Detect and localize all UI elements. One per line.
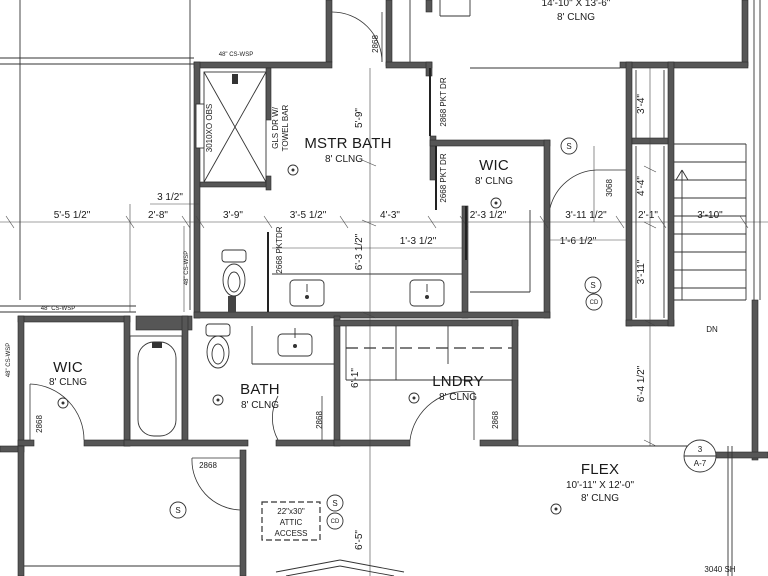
dim-5-9: 5'-9" bbox=[354, 108, 365, 128]
dim-3-11: 3'-11" bbox=[636, 259, 647, 284]
section-number: 3 bbox=[698, 445, 703, 454]
dim-2-3-half: 2'-3 1/2" bbox=[470, 210, 507, 221]
dim-4-3: 4'-3" bbox=[380, 210, 400, 221]
dimension-lines bbox=[0, 68, 768, 576]
dim-3-10: 3'-10" bbox=[697, 210, 723, 221]
note-cs-wsp-left: 48" CS-WSP bbox=[6, 343, 12, 377]
sink-bath bbox=[277, 328, 313, 357]
smoke-detector-wic: S bbox=[566, 142, 571, 151]
dim-3-5-half: 3'-5 1/2" bbox=[290, 210, 327, 221]
bath-ceiling: 8' CLNG bbox=[241, 400, 279, 411]
flex-ceiling: 8' CLNG bbox=[581, 493, 619, 504]
window-3040: 3040 SH bbox=[704, 565, 735, 574]
pocket-door-top: 2868 PKT DR bbox=[439, 77, 448, 126]
dim-6-3-half: 6'-3 1/2" bbox=[354, 233, 365, 270]
toilet-bath bbox=[205, 323, 231, 369]
flex-label: FLEX bbox=[581, 461, 619, 478]
symbol-circles bbox=[169, 137, 717, 530]
stair-down-label: DN bbox=[706, 325, 718, 334]
note-glass-door-2: TOWEL BAR bbox=[281, 104, 290, 151]
sink-right bbox=[409, 279, 445, 307]
dim-3-half: 3 1/2" bbox=[157, 192, 183, 203]
door-2868-laundry: 2868 bbox=[491, 411, 500, 429]
bath-label: BATH bbox=[240, 381, 280, 398]
laundry-label: LNDRY bbox=[432, 373, 484, 390]
smoke-detector-bottom: S bbox=[175, 506, 180, 515]
door-2868-wic-left: 2868 bbox=[35, 415, 44, 433]
dim-6-5: 6'-5" bbox=[354, 530, 365, 550]
wic-master-label: WIC bbox=[479, 157, 509, 174]
smoke-detector-attic: S bbox=[332, 499, 337, 508]
wic-left-ceiling: 8' CLNG bbox=[49, 377, 87, 388]
co-detector-hall: CD bbox=[590, 300, 599, 306]
pocket-door-wic: 2668 PKT DR bbox=[439, 153, 448, 202]
smoke-detector-hall: S bbox=[590, 281, 595, 290]
note-attic-1: 22"x30" bbox=[277, 507, 305, 516]
door-3068: 3068 bbox=[605, 179, 614, 197]
pocket-door-wc: 2668 PKTDR bbox=[275, 226, 284, 273]
section-sheet: A-7 bbox=[694, 459, 707, 468]
sink-left bbox=[289, 279, 325, 307]
note-cs-wsp-top: 48" CS-WSP bbox=[219, 52, 253, 58]
dim-6-4-half: 6'-4 1/2" bbox=[636, 365, 647, 402]
master-bath-ceiling: 8' CLNG bbox=[325, 154, 363, 165]
wic-left-label: WIC bbox=[53, 359, 83, 376]
dim-1-3-half: 1'-3 1/2" bbox=[400, 236, 437, 247]
dim-5-5-half: 5'-5 1/2" bbox=[54, 210, 91, 221]
labels: 14'-10" X 13'-6" 8' CLNG MSTR BATH 8' CL… bbox=[6, 0, 736, 574]
note-attic-2: ATTIC bbox=[280, 518, 303, 527]
note-cs-wsp-wall: 48" CS-WSP bbox=[184, 251, 190, 285]
door-2868-bath: 2868 bbox=[315, 411, 324, 429]
fixtures bbox=[57, 71, 562, 541]
doors bbox=[29, 11, 626, 511]
co-detector-attic: CD bbox=[331, 519, 340, 525]
dim-3-9: 3'-9" bbox=[223, 210, 243, 221]
flex-size: 10'-11" X 12'-0" bbox=[566, 480, 634, 491]
dim-4-4: 4'-4" bbox=[636, 176, 647, 196]
master-bath-label: MSTR BATH bbox=[304, 135, 391, 152]
dim-2-8: 2'-8" bbox=[148, 210, 168, 221]
toilet-master bbox=[221, 249, 247, 297]
dim-2-1: 2'-1" bbox=[638, 210, 658, 221]
bathtub bbox=[129, 335, 183, 441]
dim-6-1: 6'-1" bbox=[350, 368, 361, 388]
dim-3-4: 3'-4" bbox=[636, 94, 647, 114]
dim-3-11-half: 3'-11 1/2" bbox=[565, 210, 607, 221]
note-attic-3: ACCESS bbox=[275, 529, 308, 538]
door-2868-top: 2868 bbox=[371, 35, 380, 53]
dim-1-6-half: 1'-6 1/2" bbox=[560, 236, 597, 247]
note-cs-wsp-mid: 48" CS-WSP bbox=[41, 306, 75, 312]
note-glass-door-1: GLS DR W/ bbox=[271, 106, 280, 149]
wic-master-ceiling: 8' CLNG bbox=[475, 176, 513, 187]
note-shower-obs: 3010XO OBS bbox=[205, 104, 214, 152]
top-room-ceiling: 8' CLNG bbox=[557, 12, 595, 23]
door-2868-bottom: 2868 bbox=[199, 461, 217, 470]
top-room-size: 14'-10" X 13'-6" bbox=[542, 0, 611, 9]
laundry-ceiling: 8' CLNG bbox=[439, 392, 477, 403]
attic-access bbox=[261, 501, 321, 541]
